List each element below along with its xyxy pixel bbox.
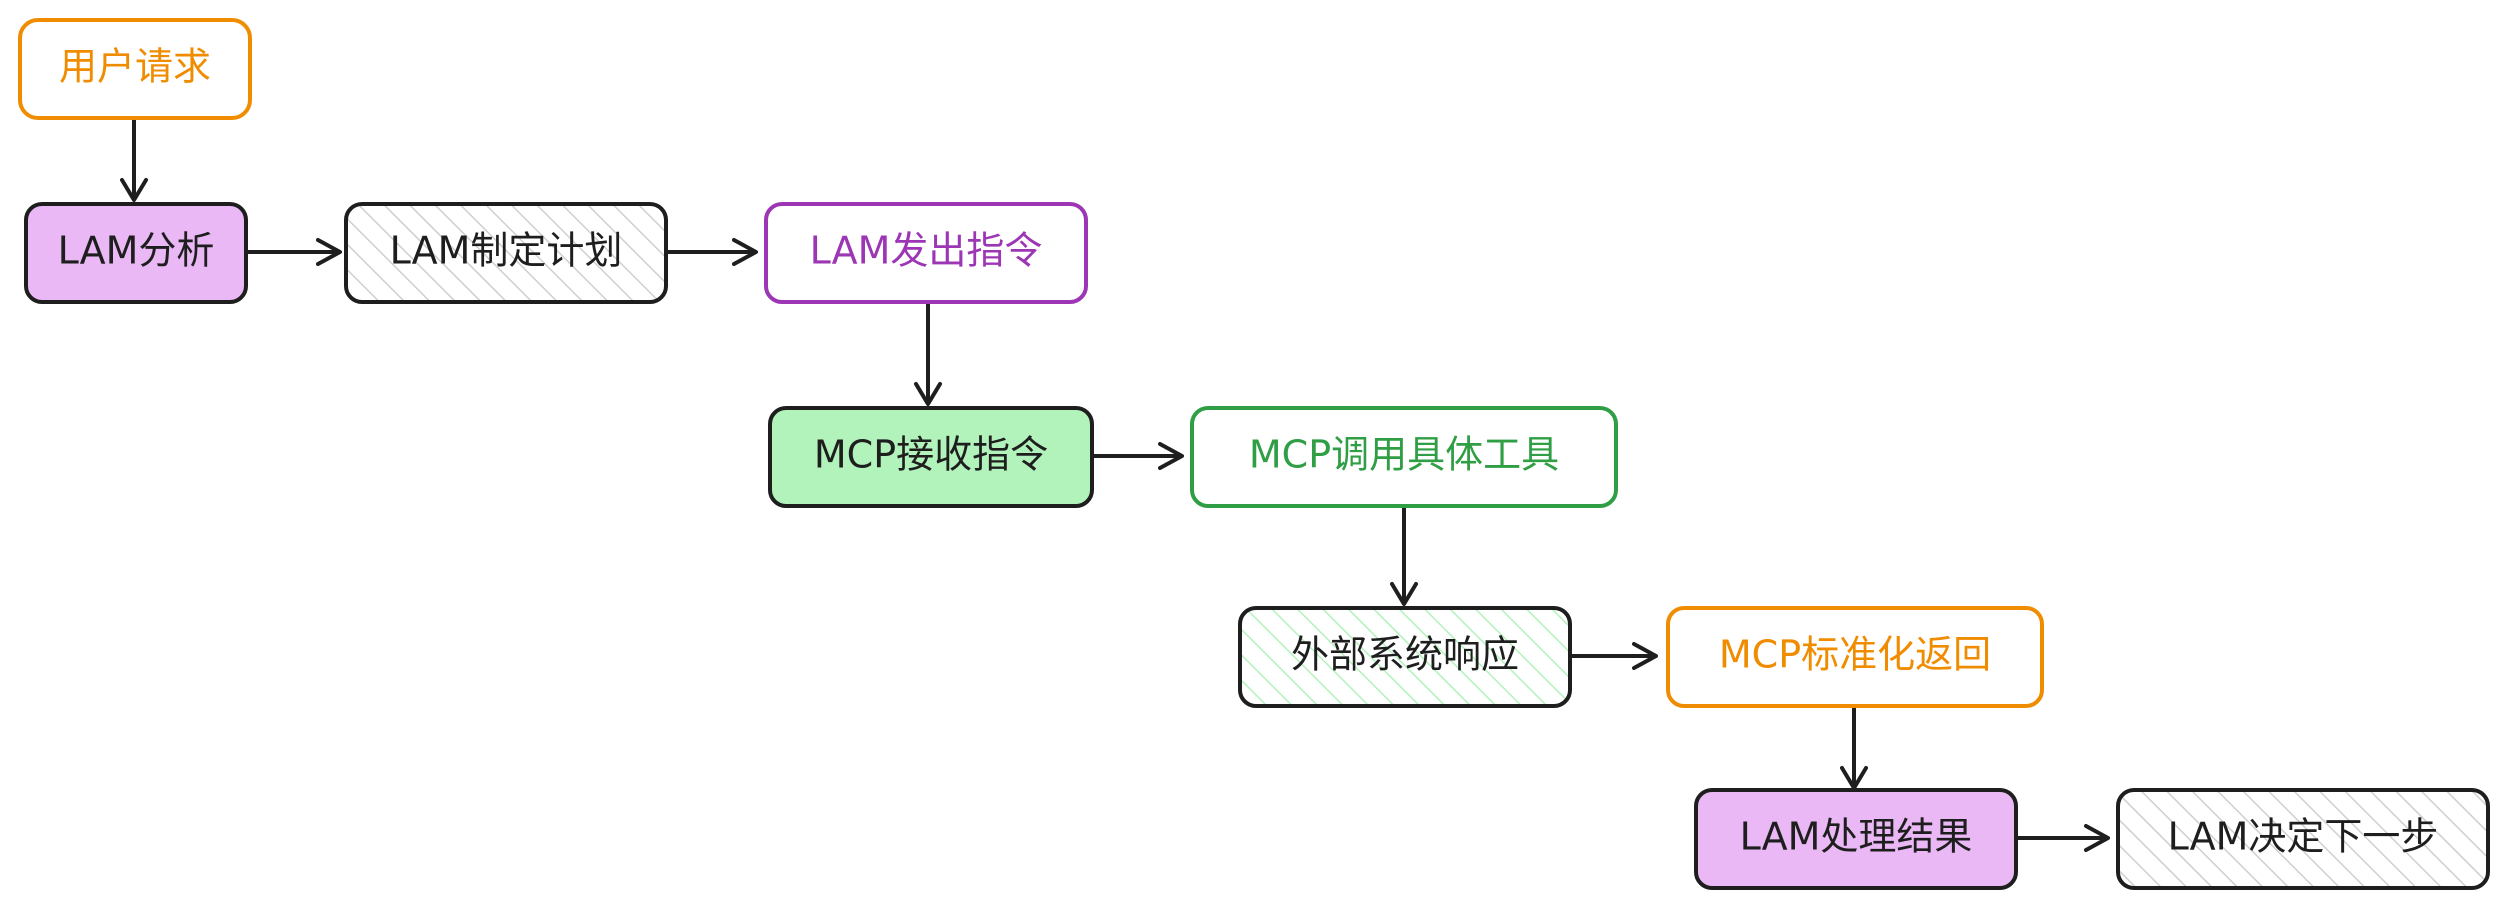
node-lam-analyze-label: LAM分析 bbox=[58, 229, 215, 273]
node-mcp-return-label: MCP标准化返回 bbox=[1719, 633, 1991, 677]
node-lam-analyze[interactable]: LAM分析 bbox=[24, 202, 248, 304]
arrow-lam-plan-to-lam-issue bbox=[664, 238, 758, 266]
node-lam-next-label: LAM决定下一步 bbox=[2168, 815, 2439, 859]
node-mcp-return[interactable]: MCP标准化返回 bbox=[1666, 606, 2044, 708]
node-user-request[interactable]: 用户请求 bbox=[18, 18, 252, 120]
node-mcp-call[interactable]: MCP调用具体工具 bbox=[1190, 406, 1618, 508]
node-mcp-receive-label: MCP接收指令 bbox=[814, 433, 1048, 477]
node-ext-response[interactable]: 外部系统响应 bbox=[1238, 606, 1572, 708]
edges bbox=[120, 116, 2110, 852]
arrow-lam-issue-to-mcp-receive bbox=[914, 300, 942, 406]
node-lam-process-label: LAM处理结果 bbox=[1740, 815, 1973, 859]
arrow-mcp-return-to-lam-process bbox=[1840, 706, 1868, 790]
nodes: 用户请求 LAM分析 LAM制定计划 LAM发出指令 MCP接收指令 MCP调用… bbox=[18, 18, 2490, 890]
arrow-lam-process-to-lam-next bbox=[2016, 824, 2110, 852]
arrow-mcp-call-to-ext-response bbox=[1390, 506, 1418, 606]
node-mcp-call-label: MCP调用具体工具 bbox=[1249, 433, 1559, 477]
node-lam-plan[interactable]: LAM制定计划 bbox=[344, 202, 668, 304]
node-lam-plan-label: LAM制定计划 bbox=[390, 229, 623, 273]
node-ext-response-label: 外部系统响应 bbox=[1291, 633, 1519, 677]
arrow-ext-response-to-mcp-return bbox=[1568, 642, 1658, 670]
arrow-mcp-receive-to-mcp-call bbox=[1090, 442, 1184, 470]
node-lam-next[interactable]: LAM决定下一步 bbox=[2116, 788, 2490, 890]
arrow-user-request-to-lam-analyze bbox=[120, 116, 148, 202]
node-lam-issue-label: LAM发出指令 bbox=[810, 229, 1043, 273]
node-mcp-receive[interactable]: MCP接收指令 bbox=[768, 406, 1094, 508]
node-lam-process[interactable]: LAM处理结果 bbox=[1694, 788, 2018, 890]
node-user-request-label: 用户请求 bbox=[59, 45, 211, 89]
arrow-lam-analyze-to-lam-plan bbox=[244, 238, 342, 266]
node-lam-issue[interactable]: LAM发出指令 bbox=[764, 202, 1088, 304]
